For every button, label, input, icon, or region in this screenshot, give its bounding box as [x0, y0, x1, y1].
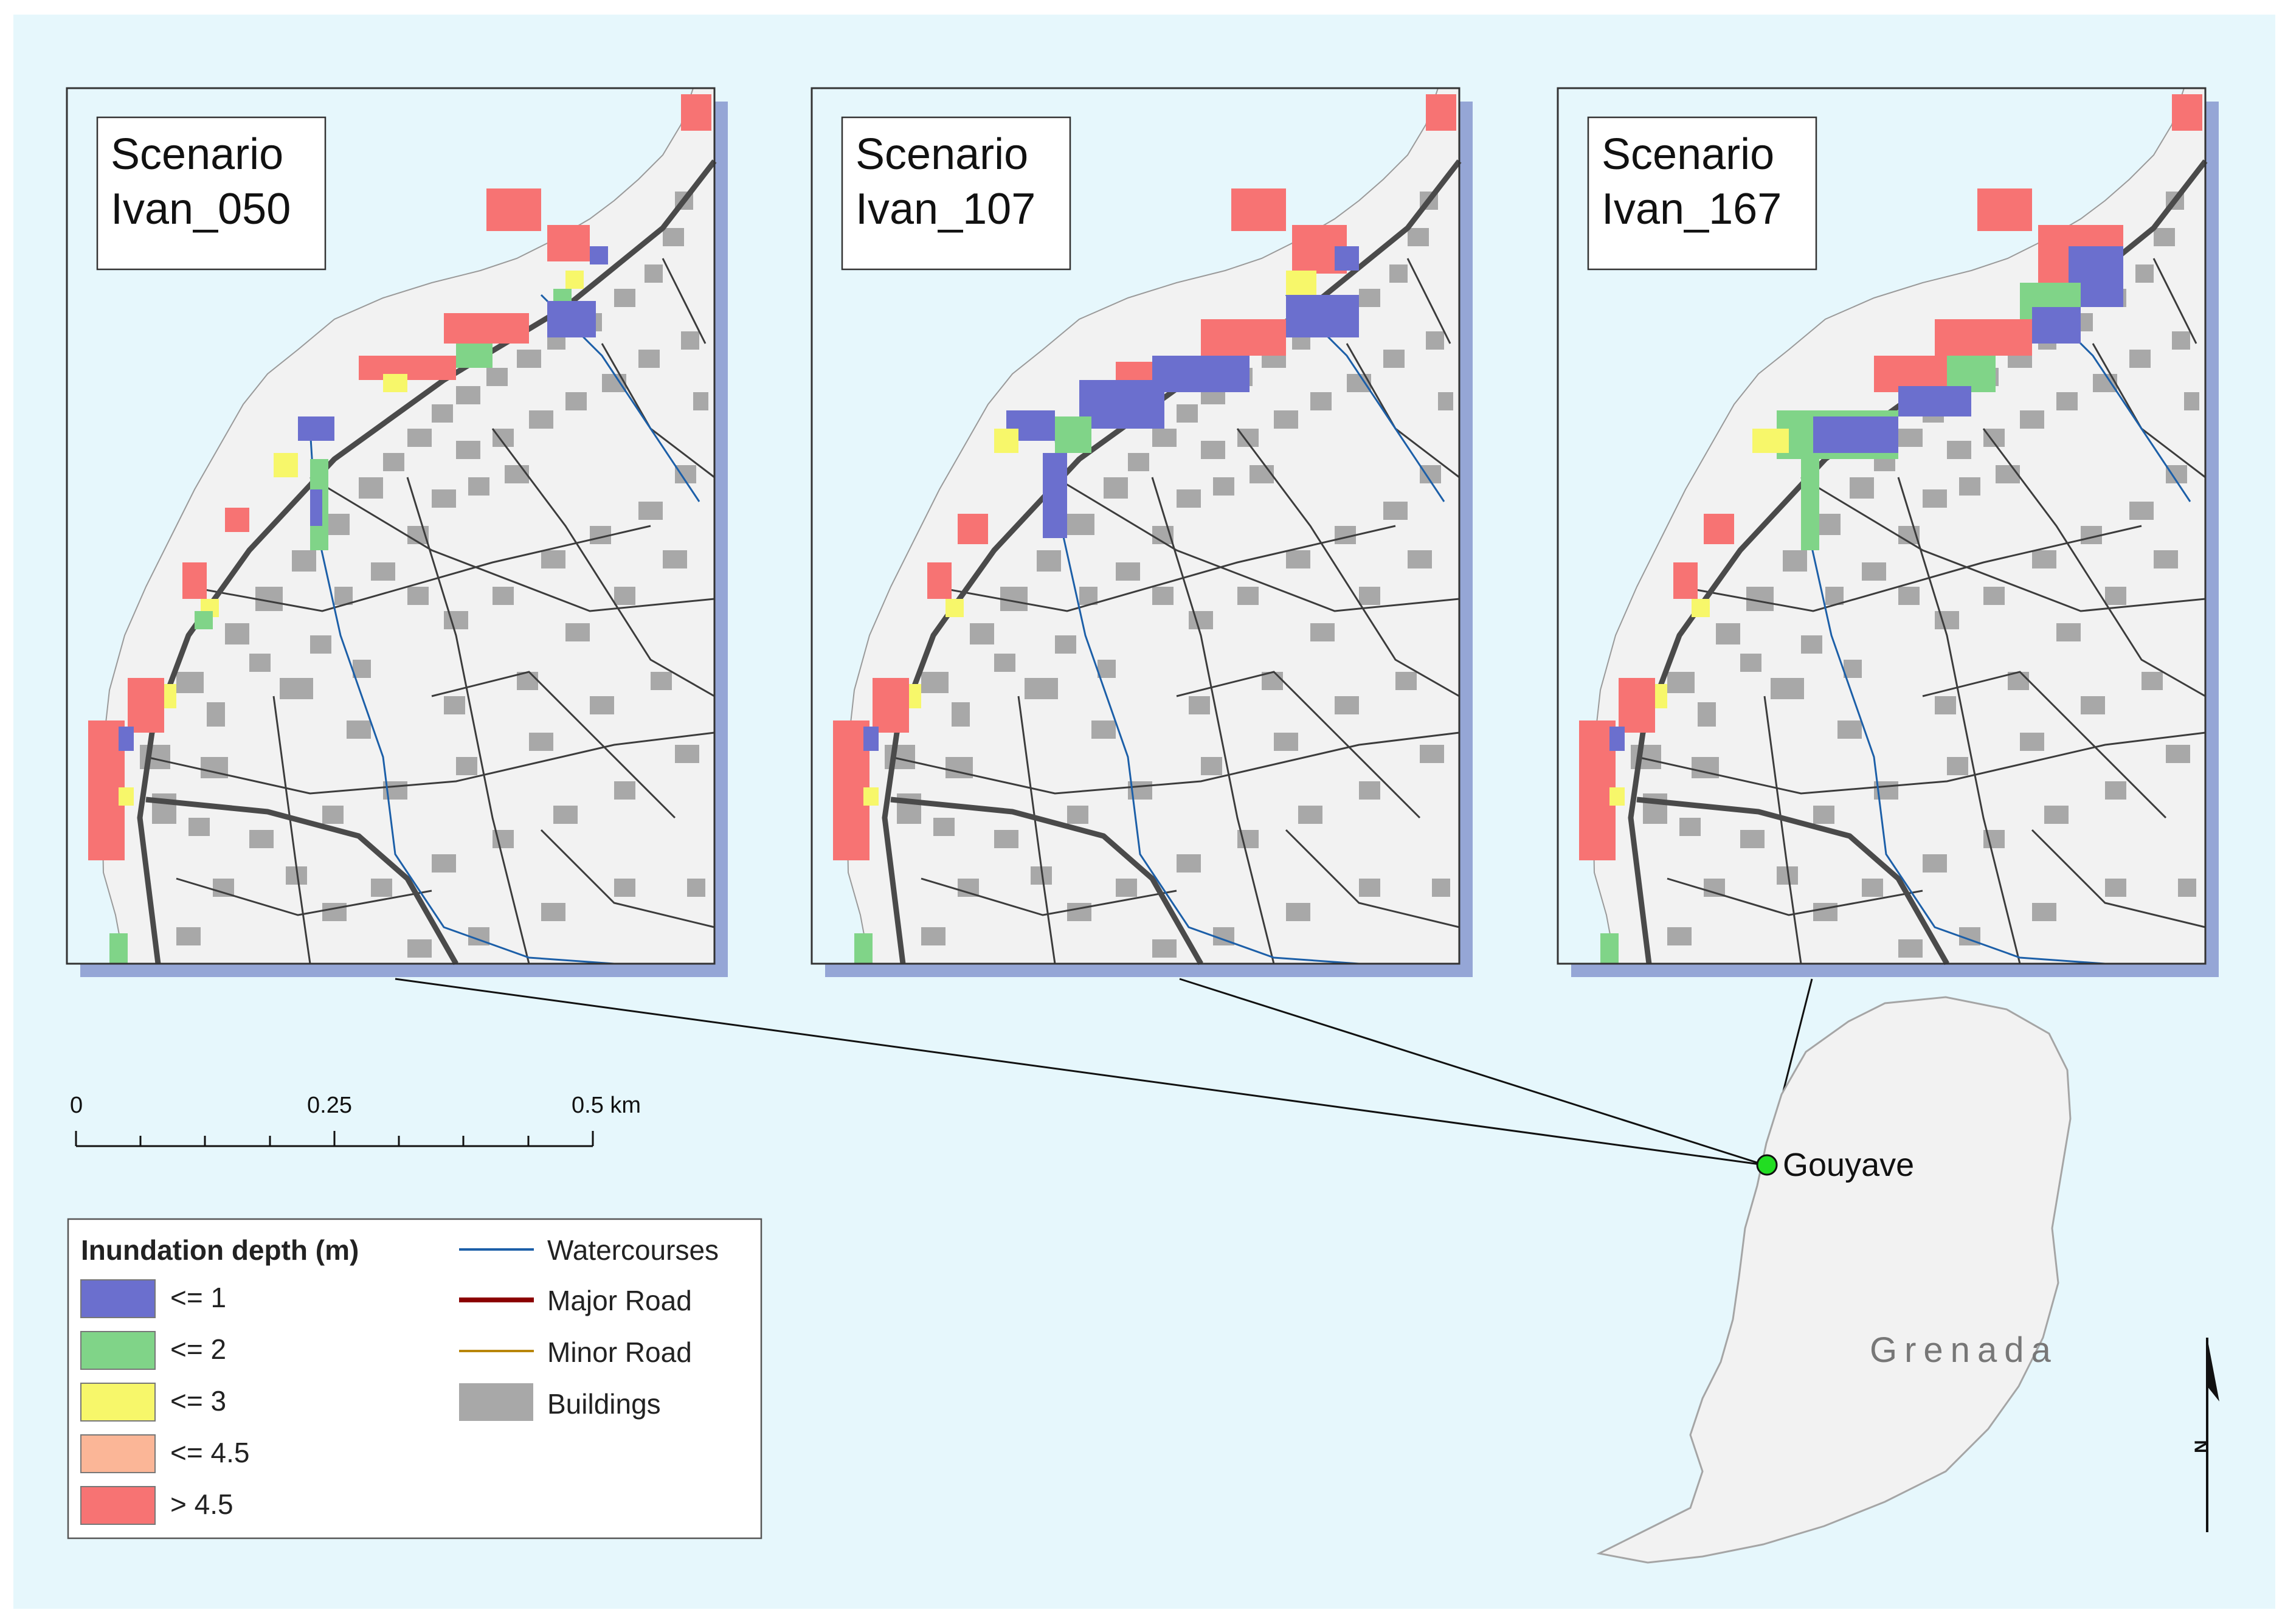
legend: Inundation depth (m) <= 1 <= 2 <= 3 <= 4… [67, 1218, 762, 1539]
scenario-panel-ivan-050: Scenario Ivan_050 [67, 88, 728, 977]
legend-label-buildings: Buildings [547, 1388, 661, 1420]
legend-swatch-depth-1 [80, 1279, 156, 1318]
grenada-inset-map: Grenada Gouyave N [1596, 996, 2219, 1564]
panel-frame [811, 87, 1461, 965]
scale-label-end: 0.5 km [572, 1093, 641, 1118]
town-label: Gouyave [1783, 1147, 1914, 1183]
legend-swatch-depth-gt-4-5 [80, 1486, 156, 1525]
legend-swatch-depth-4-5 [80, 1434, 156, 1473]
legend-swatch-depth-2 [80, 1331, 156, 1370]
legend-label-major-road: Major Road [547, 1285, 692, 1316]
inundation-cells [1579, 94, 2202, 964]
inundation-cells [88, 94, 711, 964]
scenario-label-box [96, 116, 327, 271]
scale-label-mid: 0.25 [307, 1093, 352, 1118]
north-arrow: N [2191, 1338, 2219, 1532]
legend-label-depth-2: <= 2 [170, 1333, 226, 1365]
scenario-panel-ivan-167: Scenario Ivan_167 [1558, 88, 2219, 977]
grenada-island [1596, 996, 2072, 1564]
panel-frame [1557, 87, 2207, 965]
scenario-label-line1: Scenario [1602, 130, 1774, 179]
scenario-panel-ivan-107: Scenario Ivan_107 [812, 88, 1473, 977]
scenario-label-line2: Ivan_167 [1602, 185, 1782, 233]
legend-label-depth-gt-4-5: > 4.5 [170, 1488, 233, 1520]
scale-label-zero: 0 [70, 1093, 83, 1118]
gouyave-marker [1756, 1154, 1778, 1176]
legend-title: Inundation depth (m) [81, 1234, 359, 1266]
inundation-cells [833, 94, 1456, 964]
scale-bar: 0 0.25 0.5 km [70, 1093, 641, 1147]
scenario-label-line1: Scenario [111, 130, 283, 179]
legend-label-depth-4-5: <= 4.5 [170, 1437, 249, 1468]
legend-box [67, 1218, 762, 1539]
legend-label-depth-3: <= 3 [170, 1385, 226, 1417]
panel-frame [66, 87, 716, 965]
legend-swatch-depth-3 [80, 1383, 156, 1422]
scenario-label-line2: Ivan_107 [856, 185, 1035, 233]
legend-label-minor-road: Minor Road [547, 1336, 692, 1368]
scenario-label-box [841, 116, 1071, 271]
legend-label-depth-1: <= 1 [170, 1282, 226, 1313]
scenario-label-line2: Ivan_050 [111, 185, 291, 233]
island-label: Grenada [1870, 1330, 2058, 1370]
north-label: N [2191, 1440, 2211, 1453]
scenario-label-box [1587, 116, 1817, 271]
scenario-label-line1: Scenario [856, 130, 1028, 179]
legend-label-watercourses: Watercourses [547, 1234, 719, 1266]
legend-symbol-buildings [459, 1383, 533, 1421]
